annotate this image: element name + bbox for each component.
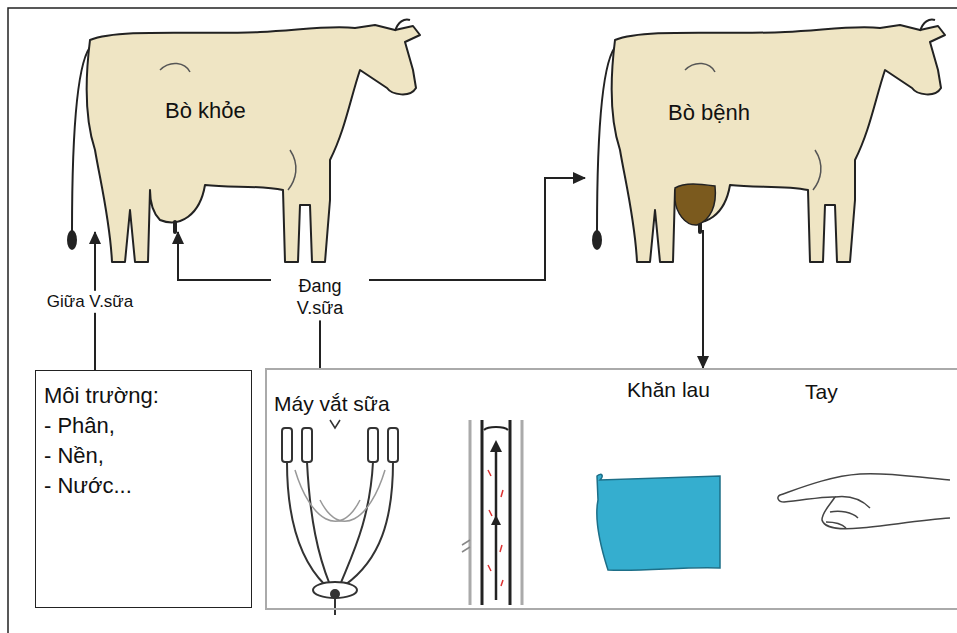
node-text: Môi trường: [44, 383, 159, 408]
connector-arrow [320, 178, 585, 368]
node-text: Khăn lau [627, 378, 710, 402]
sick-cow [592, 19, 945, 262]
cow-figure: Bò khỏe [60, 20, 420, 232]
teatcup-liner [462, 420, 522, 605]
node-text: Bò khỏe [165, 98, 246, 123]
edge-label: Đang V.sữa [271, 275, 369, 320]
node-text: - Nền, [44, 443, 104, 468]
connector-arrow [702, 230, 704, 368]
healthy-cow [67, 19, 420, 262]
hand [778, 474, 950, 529]
node-text: Tay [805, 380, 838, 404]
node-text: - Phân, [44, 413, 115, 438]
cow-figure: Bò bệnh [585, 20, 945, 230]
environment-box: Môi trường: - Phân, - Nền, - Nước... [35, 370, 252, 608]
node-text: - Nước... [44, 473, 132, 498]
milking-cluster [282, 420, 398, 615]
edge-label: Giữa V.sữa [44, 291, 136, 313]
node-text: Bò bệnh [668, 100, 750, 125]
towel [597, 474, 720, 570]
node-text: Máy vắt sữa [274, 392, 390, 416]
contact-panel: Máy vắt sữa Khăn lau Tay [265, 368, 957, 610]
